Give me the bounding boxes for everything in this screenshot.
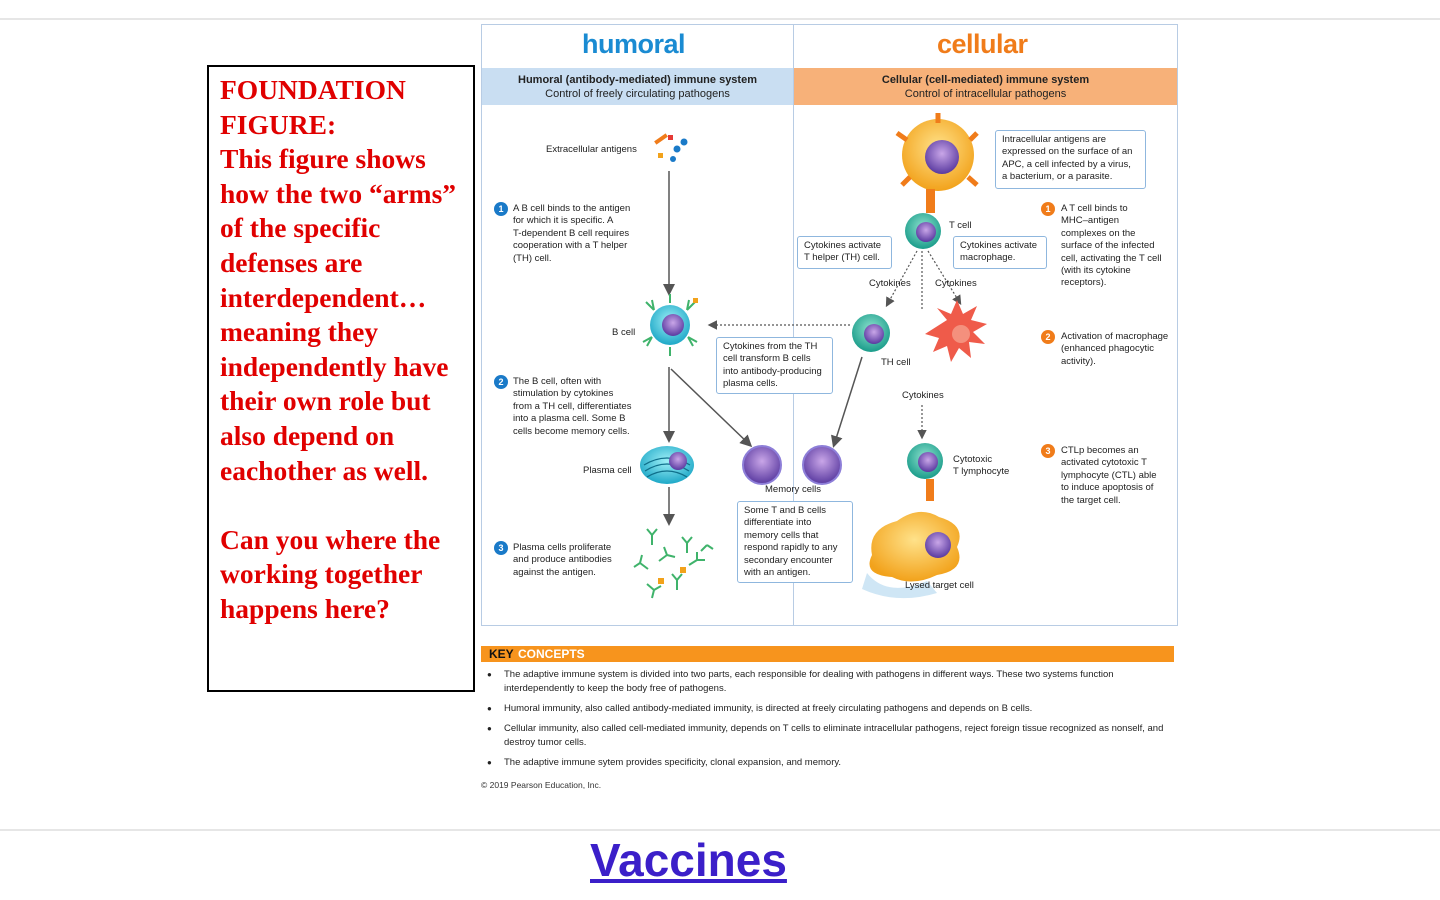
key-concept-item: The adaptive immune system is divided in…	[485, 668, 1165, 696]
step-number-h1: 1	[494, 202, 508, 216]
label-t-cell: T cell	[949, 220, 972, 231]
b-cell-icon	[642, 294, 698, 356]
key-concept-item: Humoral immunity, also called antibody-m…	[485, 702, 1165, 716]
lysed-target-cell-icon	[862, 511, 960, 599]
step-c1-text: A T cell binds to MHC–antigen complexes …	[1061, 203, 1162, 289]
key-label: KEY	[489, 647, 514, 661]
step-number-h3: 3	[494, 541, 508, 555]
bottom-divider	[0, 829, 1440, 831]
step-number-c2: 2	[1041, 330, 1055, 344]
step-number-c1: 1	[1041, 202, 1055, 216]
figure-illustration	[633, 113, 987, 599]
step-h3-text: Plasma cells proliferate and produce ant…	[513, 542, 612, 578]
memory-cells-icon	[742, 445, 842, 485]
cellular-band: Cellular (cell-mediated) immune system C…	[793, 68, 1177, 105]
label-plasma-cell: Plasma cell	[583, 465, 632, 476]
vaccines-link[interactable]: Vaccines	[590, 834, 787, 886]
step-number-h2: 2	[494, 375, 508, 389]
step-h2-text: The B cell, often with stimulation by cy…	[513, 376, 632, 437]
label-extracellular-antigens: Extracellular antigens	[546, 144, 637, 155]
label-cytokines-right: Cytokines	[935, 278, 977, 289]
top-divider	[0, 18, 1440, 20]
memory-cells-box: Some T and B cells differentiate into me…	[737, 501, 853, 583]
intracellular-antigens-box: Intracellular antigens are expressed on …	[995, 130, 1146, 189]
cytokines-th-box: Cytokines activate T helper (TH) cell.	[797, 236, 892, 269]
label-cytokines-left: Cytokines	[869, 278, 911, 289]
label-b-cell: B cell	[612, 327, 636, 338]
humoral-title: humoral	[582, 29, 686, 59]
concepts-label: CONCEPTS	[518, 647, 585, 661]
cytokines-macrophage-box: Cytokines activate macrophage.	[953, 236, 1047, 269]
key-concept-item: The adaptive immune sytem provides speci…	[485, 756, 1165, 770]
antigen-presenting-cell-icon	[895, 113, 979, 213]
annotation-text: FOUNDATION FIGURE: This figure shows how…	[220, 74, 457, 624]
step-c2-text: Activation of macrophage (enhanced phago…	[1061, 331, 1169, 367]
copyright-text: © 2019 Pearson Education, Inc.	[481, 780, 602, 790]
t-helper-cell-icon	[852, 314, 890, 352]
humoral-band-subtitle: Control of freely circulating pathogens	[545, 88, 730, 100]
annotation-box: FOUNDATION FIGURE: This figure shows how…	[207, 65, 475, 692]
label-memory-cells: Memory cells	[765, 484, 821, 495]
immune-system-figure: humoral cellular Humoral (antibody-media…	[481, 24, 1178, 626]
t-cell-icon	[905, 213, 941, 249]
humoral-band: Humoral (antibody-mediated) immune syste…	[482, 68, 793, 105]
plasma-cell-icon	[640, 446, 694, 484]
step-c3-text: CTLp becomes an activated cytotoxic T ly…	[1061, 445, 1157, 506]
label-cytokines-lower: Cytokines	[902, 390, 944, 401]
cellular-band-title: Cellular (cell-mediated) immune system	[881, 74, 1090, 86]
cellular-title: cellular	[937, 29, 1028, 59]
cytokines-b-cell-box: Cytokines from the TH cell transform B c…	[716, 337, 833, 394]
key-concept-item: Cellular immunity, also called cell-medi…	[485, 722, 1165, 750]
step-number-c3: 3	[1041, 444, 1055, 458]
humoral-band-title: Humoral (antibody-mediated) immune syste…	[518, 74, 757, 86]
label-cytotoxic-t-lymphocyte: Cytotoxic T lymphocyte	[953, 454, 1010, 478]
label-lysed-target-cell: Lysed target cell	[905, 580, 974, 591]
step-h1-text: A B cell binds to the antigen for which …	[513, 203, 631, 264]
antibodies-icon	[633, 528, 714, 599]
cellular-band-subtitle: Control of intracellular pathogens	[904, 88, 1067, 100]
key-concepts-header: KEY CONCEPTS	[481, 646, 1174, 662]
macrophage-icon	[925, 300, 987, 362]
label-th-cell: TH cell	[881, 357, 911, 368]
cytotoxic-t-lymphocyte-icon	[907, 443, 943, 501]
extracellular-antigens-icon	[654, 133, 688, 162]
key-concepts-list: The adaptive immune system is divided in…	[485, 668, 1165, 776]
